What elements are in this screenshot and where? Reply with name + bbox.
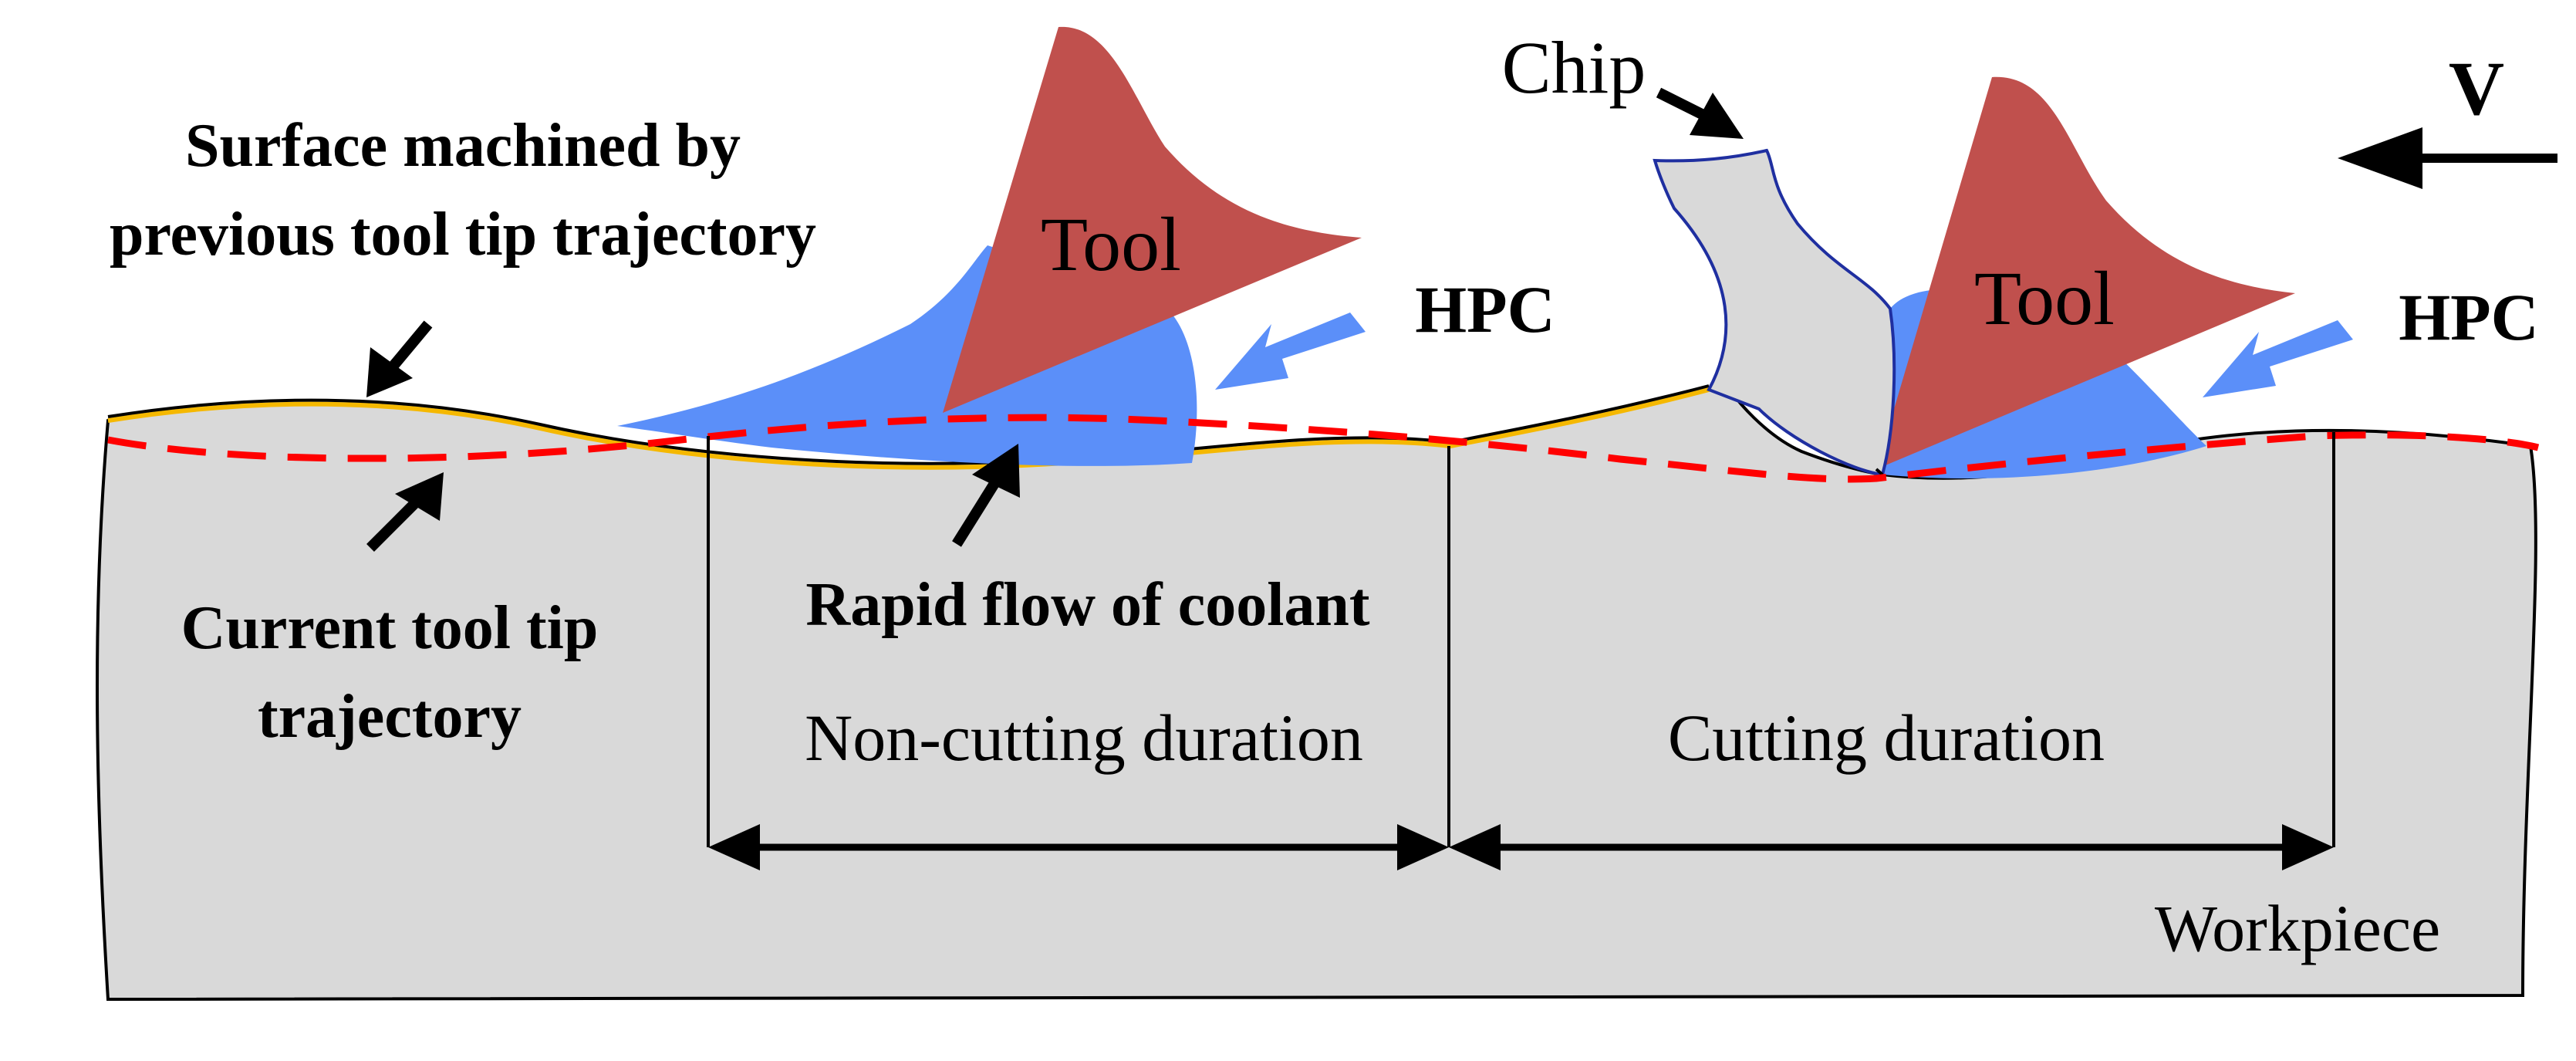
pointer-arrow-surface [366,320,433,397]
pointer-arrow-coolant [952,444,1020,547]
surface-label-line2: previous tool tip trajectory [110,201,816,269]
cutting-duration-arrow [1449,824,2334,870]
non-cutting-duration-label: Non-cutting duration [805,701,1363,775]
non-cutting-duration-arrow [708,824,1449,870]
hpc-right-label: HPC [2399,280,2539,354]
velocity-label: V [2449,46,2504,131]
hpc-arrow-left [1215,313,1366,390]
surface-label-line1: Surface machined by [185,112,741,180]
hpc-left-label: HPC [1415,272,1555,346]
cutting-duration-label: Cutting duration [1668,701,2105,775]
chip-label: Chip [1502,26,1646,109]
current-trajectory-label-line2: trajectory [258,683,522,751]
current-trajectory-dashed [107,414,2540,483]
tool-right [1876,76,2295,470]
tool-left [943,26,1362,413]
workpiece-label: Workpiece [2155,891,2440,965]
hpc-arrow-right [2203,320,2353,397]
velocity-arrow [2338,127,2557,189]
pointer-arrow-chip [1656,87,1744,139]
pointer-arrow-trajectory [366,472,444,552]
current-trajectory-label-line1: Current tool tip [181,594,599,662]
tool-left-label: Tool [1041,201,1181,287]
tool-right-label: Tool [1974,255,2115,341]
rapid-flow-label: Rapid flow of coolant [805,571,1369,639]
